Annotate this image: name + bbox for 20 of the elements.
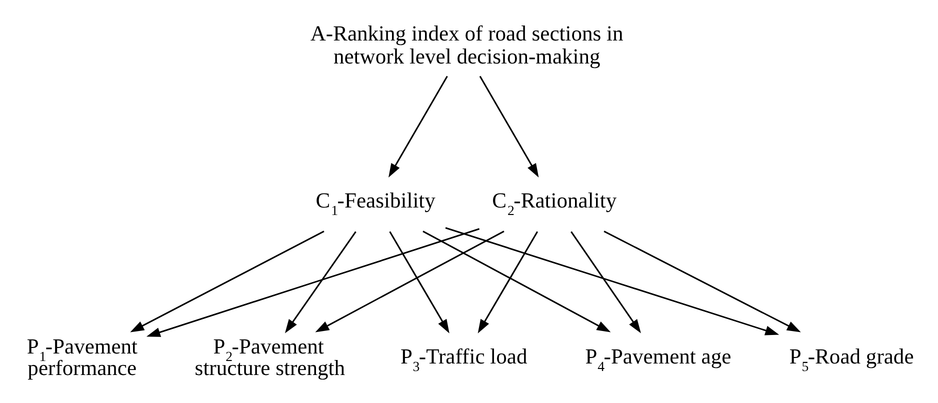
arrow: [130, 230, 324, 332]
arrow: [478, 230, 538, 333]
arrow: [315, 230, 504, 332]
arrow: [284, 230, 356, 333]
node-text: P$_{4}$-Pavement age: [585, 344, 732, 374]
node-text: P$_{1}$-Pavement performance: [26, 334, 138, 380]
arrow: [604, 230, 801, 332]
arrow: [479, 75, 539, 177]
arrow: [388, 75, 448, 177]
arrow: [389, 230, 450, 333]
node-text: C$_{1}$-Feasibility: [316, 188, 436, 218]
arrow: [422, 230, 611, 332]
node-text: A-Ranking index of road sections in network level decision-making: [310, 21, 624, 68]
node-text: P$_{2}$-Pavement structure strength: [194, 334, 346, 380]
node-text: C$_{2}$-Rationality: [492, 188, 617, 218]
node-text: P$_{5}$-Road grade: [789, 344, 914, 374]
arrow: [445, 226, 780, 335]
node-text: P$_{3}$-Traffic load: [400, 344, 528, 374]
arrow: [146, 228, 480, 336]
arrow: [570, 230, 641, 333]
